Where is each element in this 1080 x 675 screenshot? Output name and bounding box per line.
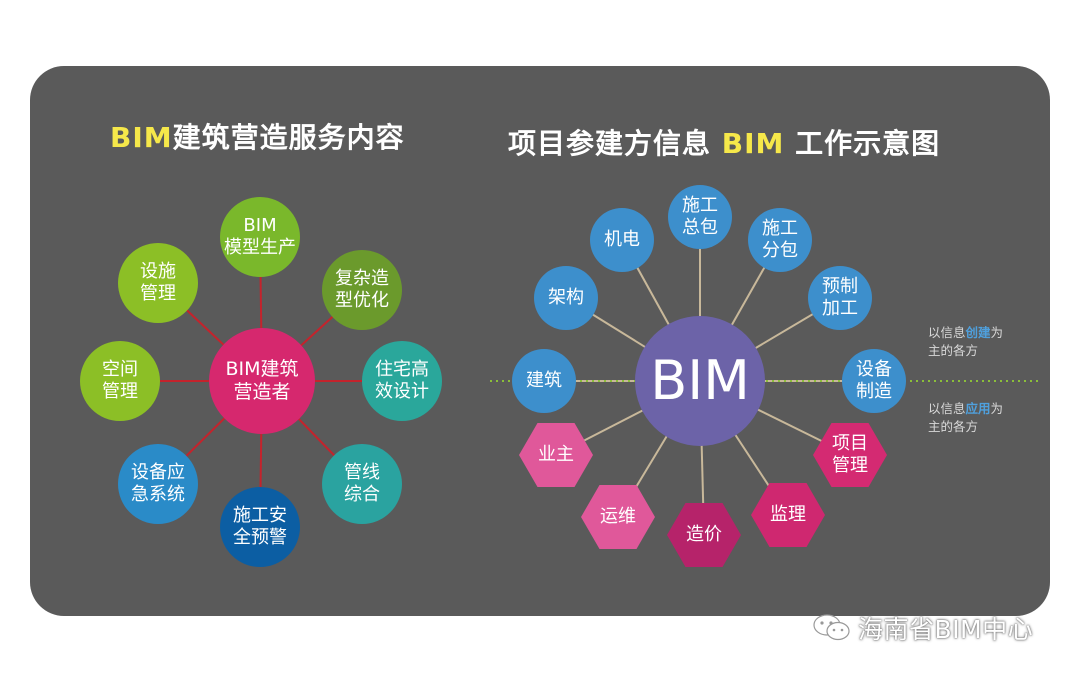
right-title: 项目参建方信息 BIM 工作示意图	[508, 127, 941, 160]
note-creation: 以信息创建为 主的各方	[928, 325, 1004, 359]
diagram-panel	[30, 66, 1050, 616]
service-node: 设备应 急系统	[118, 444, 198, 524]
participant-node: 架构	[534, 266, 598, 330]
participant-node: 机电	[590, 208, 654, 272]
service-node: 空间 管理	[80, 341, 160, 421]
service-node: 住宅高 效设计	[362, 341, 442, 421]
participant-node: 施工 总包	[668, 185, 732, 249]
participant-node: 施工 分包	[748, 208, 812, 272]
left-title: BIM建筑营造服务内容	[110, 121, 405, 154]
service-node: 施工安 全预警	[220, 487, 300, 567]
watermark-text: 海南省BIM中心	[858, 615, 1034, 644]
left-center-node: BIM建筑 营造者	[209, 328, 315, 434]
participant-node: 设备 制造	[842, 349, 906, 413]
participant-node: 建筑	[512, 349, 576, 413]
service-node: 复杂造 型优化	[322, 250, 402, 330]
right-center-node: BIM	[635, 316, 765, 446]
note-application: 以信息应用为 主的各方	[928, 401, 1004, 435]
service-node: 管线 综合	[322, 444, 402, 524]
watermark: 海南省BIM中心	[812, 610, 1033, 646]
service-node: 设施 管理	[118, 243, 198, 323]
participant-node: 预制 加工	[808, 266, 872, 330]
wechat-icon	[813, 614, 850, 641]
service-node: BIM 模型生产	[220, 197, 300, 277]
